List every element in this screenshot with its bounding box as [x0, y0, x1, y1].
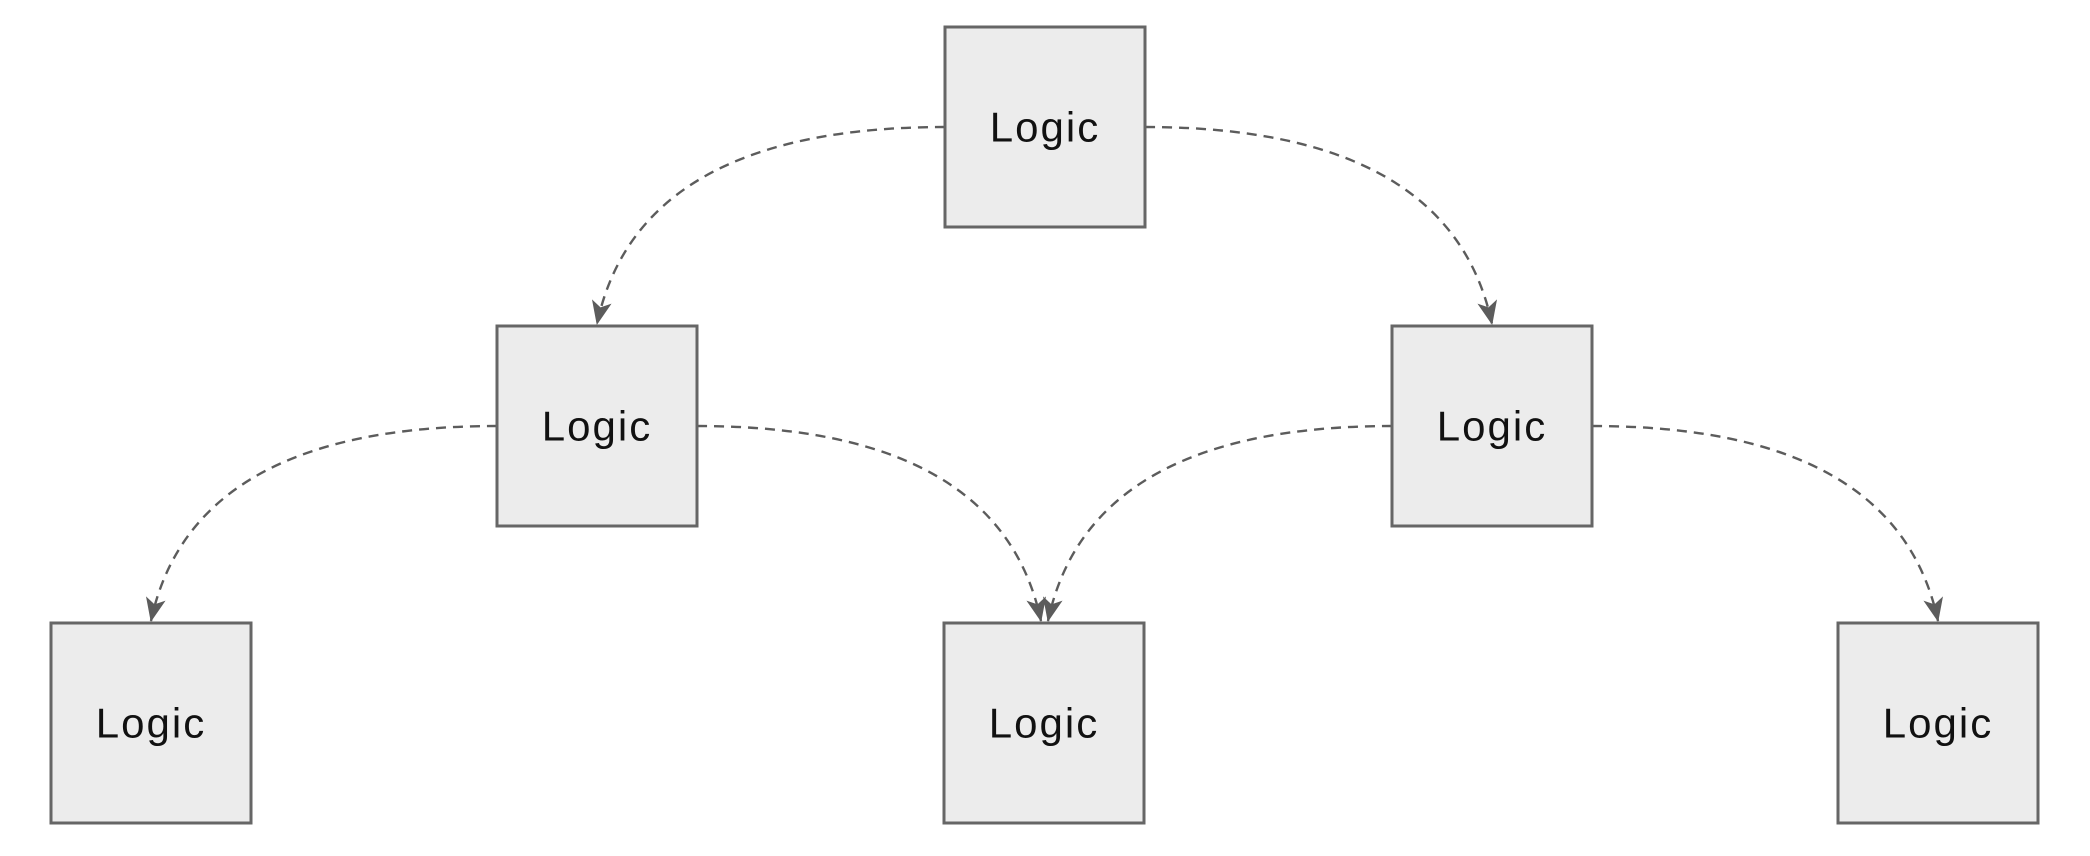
- node-logic-bottom-center[interactable]: Logic: [942, 621, 1146, 825]
- node-box-logic-bottom-right[interactable]: [1836, 621, 2040, 825]
- node-label-logic-mid-left: Logic: [542, 403, 652, 450]
- node-logic-mid-right[interactable]: Logic: [1390, 324, 1594, 528]
- edge-logic-mid-right-to-logic-bottom-center: [1042, 424, 1393, 622]
- node-label-logic-bottom-left: Logic: [96, 700, 206, 747]
- edge-logic-mid-right-to-logic-bottom-right: [1591, 424, 1943, 622]
- node-label-logic-mid-right: Logic: [1437, 403, 1547, 450]
- node-box-logic-bottom-center[interactable]: [942, 621, 1146, 825]
- edge-logic-mid-left-to-logic-bottom-left: [146, 424, 498, 622]
- node-logic-root[interactable]: Logic: [943, 25, 1147, 229]
- node-logic-mid-left[interactable]: Logic: [495, 324, 699, 528]
- edge-logic-root-to-logic-mid-left: [592, 125, 946, 325]
- edge-logic-mid-left-to-logic-bottom-center: [696, 424, 1047, 622]
- node-logic-bottom-right[interactable]: Logic: [1836, 621, 2040, 825]
- node-box-logic-root[interactable]: [943, 25, 1147, 229]
- node-label-logic-root: Logic: [990, 104, 1100, 151]
- node-box-logic-bottom-left[interactable]: [49, 621, 253, 825]
- node-label-logic-bottom-center: Logic: [989, 700, 1099, 747]
- node-box-logic-mid-right[interactable]: [1390, 324, 1594, 528]
- node-label-logic-bottom-right: Logic: [1883, 700, 1993, 747]
- edges-layer: [146, 125, 1943, 622]
- node-box-logic-mid-left[interactable]: [495, 324, 699, 528]
- edge-logic-root-to-logic-mid-right: [1144, 125, 1498, 325]
- node-logic-bottom-left[interactable]: Logic: [49, 621, 253, 825]
